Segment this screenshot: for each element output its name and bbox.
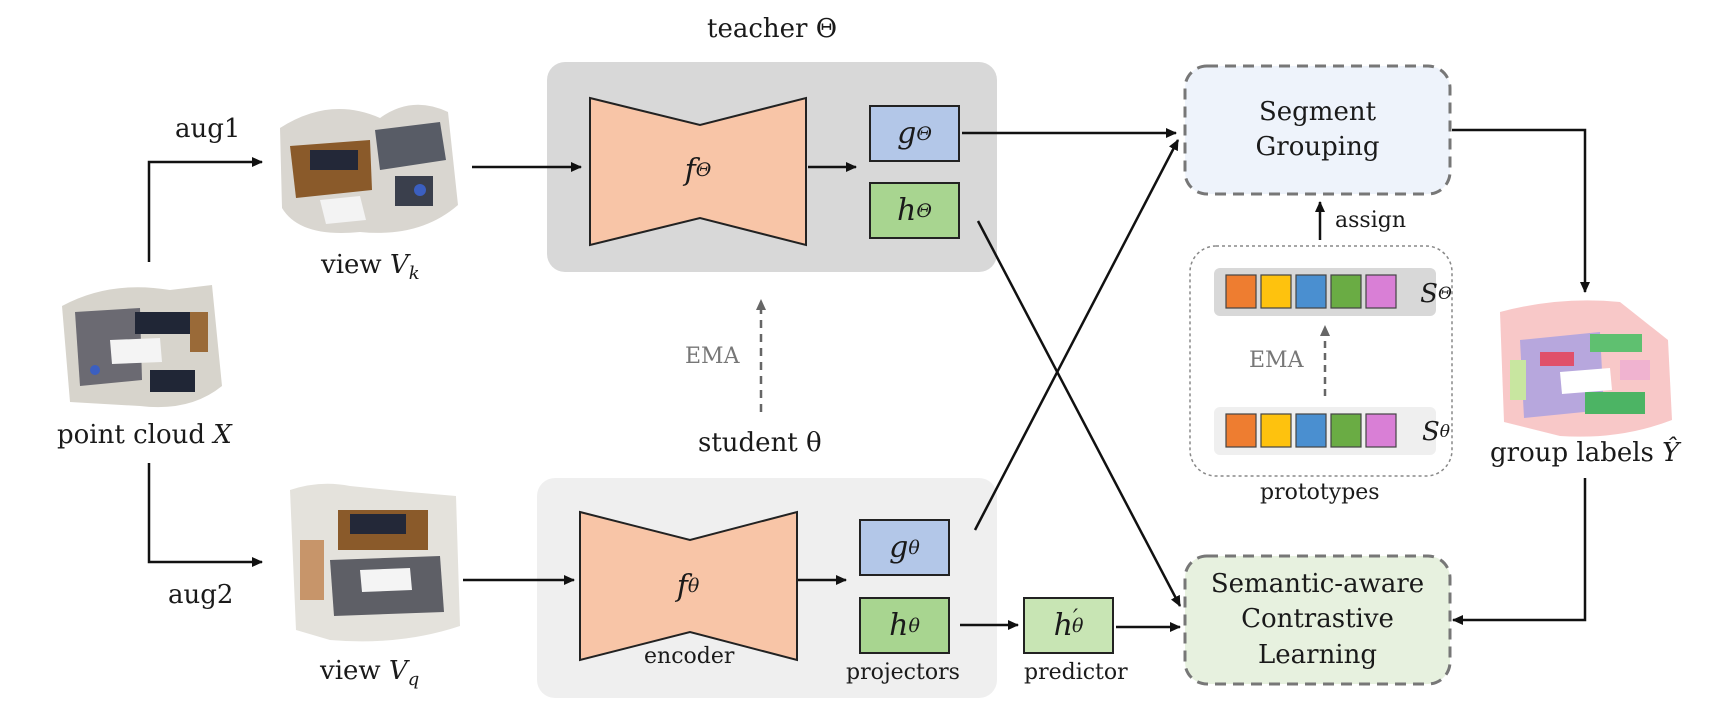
teacher-h-letter: h bbox=[897, 193, 917, 228]
segment-grouping-box bbox=[1183, 64, 1452, 196]
teacher-encoder-f: f bbox=[684, 152, 696, 188]
student-encoder-f: f bbox=[676, 568, 688, 604]
group-labels-text: group labels bbox=[1490, 438, 1663, 468]
assign-label: assign bbox=[1335, 208, 1406, 233]
student-g-sub: θ bbox=[908, 536, 920, 559]
student-encoder-sub: θ bbox=[687, 575, 700, 597]
prototype-ema-label: EMA bbox=[1249, 348, 1304, 373]
teacher-prototype-swatch-4 bbox=[1330, 274, 1362, 309]
view-k-var: V bbox=[389, 250, 409, 280]
point-cloud-var: X bbox=[213, 420, 232, 450]
teacher-prototype-swatch-1 bbox=[1225, 274, 1257, 309]
student-prototype-swatch-4 bbox=[1330, 413, 1362, 448]
student-g-to-grouping-arrow bbox=[973, 139, 1180, 531]
student-prototype-sub: θ bbox=[1439, 422, 1451, 442]
student-g-letter: g bbox=[889, 530, 909, 565]
student-prototype-swatch-1 bbox=[1225, 413, 1257, 448]
group-labels-label: group labels Ŷ bbox=[1490, 438, 1679, 468]
group-labels-var: Ŷ bbox=[1662, 438, 1680, 468]
student-prototype-swatch-3 bbox=[1295, 413, 1327, 448]
aug2-arrow bbox=[147, 463, 263, 567]
segment-grouping-line2: Grouping bbox=[1255, 132, 1380, 162]
student-title: student θ bbox=[698, 428, 822, 458]
contrastive-line3: Learning bbox=[1257, 639, 1378, 670]
predictor-caption: predictor bbox=[1024, 660, 1128, 685]
teacher-g-letter: g bbox=[897, 116, 917, 151]
student-h-sub: θ bbox=[908, 614, 920, 637]
teacher-g-sub: Θ bbox=[916, 122, 932, 145]
grouping-to-labels-arrow bbox=[1452, 128, 1590, 293]
teacher-prototype-swatch-3 bbox=[1295, 274, 1327, 309]
aug2-label: aug2 bbox=[168, 580, 234, 610]
view-k-text: view bbox=[321, 250, 390, 280]
contrastive-line1: Semantic-aware bbox=[1210, 569, 1425, 600]
contrastive-line2: Contrastive bbox=[1241, 604, 1394, 635]
ema-label: EMA bbox=[685, 344, 740, 369]
aug1-label: aug1 bbox=[175, 114, 241, 144]
teacher-title: teacher Θ bbox=[707, 14, 838, 44]
contrastive-box bbox=[1183, 554, 1452, 686]
point-cloud-label: point cloud X bbox=[57, 420, 232, 450]
student-prototype-swatch-5 bbox=[1365, 413, 1397, 448]
prototypes-container bbox=[1189, 245, 1453, 477]
student-h-box bbox=[859, 597, 950, 654]
view-q-image bbox=[290, 483, 460, 642]
teacher-h-box bbox=[869, 182, 960, 239]
student-g-box bbox=[859, 519, 950, 576]
teacher-prototype-swatch-5 bbox=[1365, 274, 1397, 309]
view-q-label: view Vq bbox=[320, 656, 419, 690]
teacher-prototype-swatch-2 bbox=[1260, 274, 1292, 309]
teacher-encoder-shape bbox=[589, 96, 807, 247]
segment-grouping-text: Segment Grouping bbox=[1185, 66, 1450, 194]
teacher-h-to-contrastive-arrow bbox=[976, 220, 1182, 607]
view-q-var: V bbox=[388, 656, 408, 686]
teacher-h-sub: Θ bbox=[916, 199, 932, 222]
student-title-text: student θ bbox=[698, 428, 822, 458]
encoder-caption: encoder bbox=[644, 644, 735, 669]
predictor-prime: ′ bbox=[1072, 606, 1078, 631]
student-encoder-shape bbox=[579, 510, 798, 662]
view-q-text: view bbox=[320, 656, 389, 686]
student-prototype-var: S bbox=[1421, 417, 1440, 447]
view-k-sub: k bbox=[408, 263, 420, 285]
predictor-sub: θ bbox=[1071, 614, 1084, 637]
prototype-swatches bbox=[1225, 274, 1397, 448]
view-q-sub: q bbox=[407, 669, 420, 691]
predictor-symbol: h′θ bbox=[1024, 598, 1113, 653]
student-h-letter: h bbox=[889, 608, 909, 643]
view-k-label: view Vk bbox=[321, 250, 420, 284]
teacher-encoder-sub: Θ bbox=[695, 159, 712, 181]
view-k-image bbox=[280, 104, 458, 234]
contrastive-text: Semantic-aware Contrastive Learning bbox=[1185, 556, 1450, 684]
predictor-letter: h bbox=[1053, 608, 1073, 643]
projectors-caption: projectors bbox=[846, 660, 960, 685]
aug1-arrow bbox=[147, 157, 263, 262]
labels-to-contrastive-arrow bbox=[1452, 478, 1587, 625]
segment-grouping-line1: Segment bbox=[1258, 96, 1377, 127]
teacher-prototype-sub: Θ bbox=[1437, 284, 1452, 304]
point-cloud-image bbox=[62, 285, 222, 408]
group-labels-image bbox=[1500, 300, 1672, 437]
student-prototype-swatch-2 bbox=[1260, 413, 1292, 448]
predictor-box bbox=[1023, 597, 1114, 654]
teacher-prototype-var: S bbox=[1420, 279, 1438, 309]
point-cloud-text: point cloud bbox=[57, 420, 214, 450]
prototypes-caption: prototypes bbox=[1260, 480, 1380, 505]
teacher-g-box bbox=[869, 105, 960, 162]
